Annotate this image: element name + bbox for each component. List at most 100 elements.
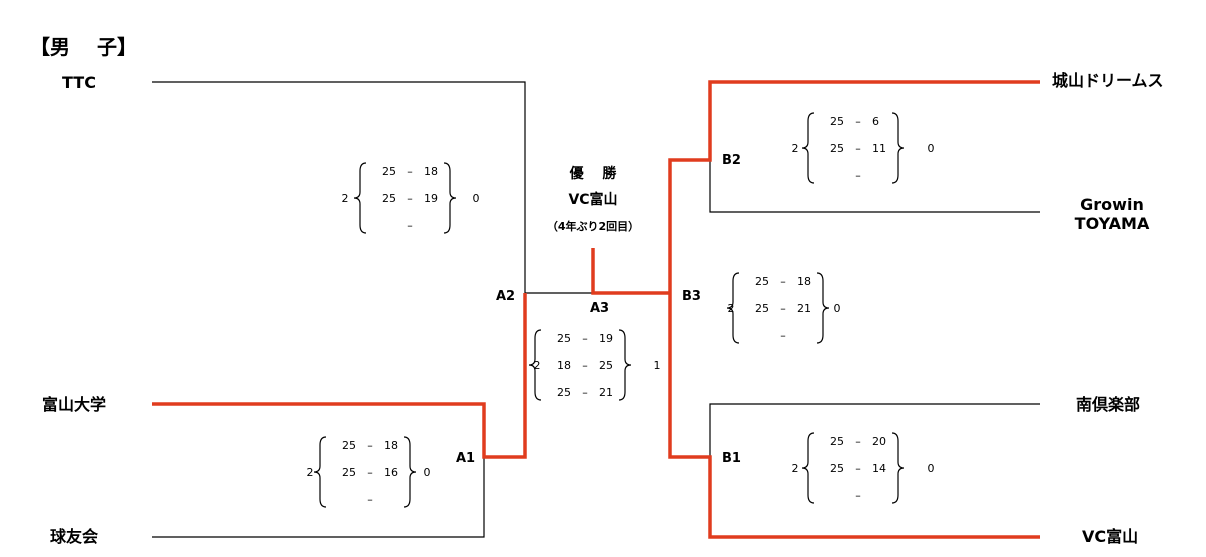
team-vc-toyama: VC富山 [1082,527,1138,546]
set-score-left: 25 [830,462,844,475]
match-label-a3: A3 [590,301,609,316]
brace-right-b2 [891,112,905,184]
set-score-left: 25 [382,192,396,205]
set-score-left: 25 [557,386,571,399]
brace-right-b1 [891,432,905,504]
set-score-right: 21 [599,386,613,399]
sets-won-left-b3: 2 [728,302,735,315]
set-score-left: 25 [342,439,356,452]
sets-won-right-b1: 0 [928,462,935,475]
sets-won-left-a2: 2 [342,192,349,205]
set-dash: – [780,302,786,315]
brace-right-b3 [816,272,830,344]
brace-right-a1 [403,436,417,508]
set-dash: – [780,275,786,288]
set-score-right: 18 [797,275,811,288]
brace-left-a1 [313,436,327,508]
sets-won-right-a1: 0 [424,466,431,479]
set-score-left: 25 [755,302,769,315]
set-dash: – [855,489,861,502]
set-score-left: 25 [830,115,844,128]
set-score-right: 25 [599,359,613,372]
set-dash: – [367,493,373,506]
line-minami [709,403,1040,457]
set-dash: – [855,169,861,182]
match-label-a1: A1 [456,451,475,466]
brace-left-a3 [528,329,542,401]
team-minami: 南倶楽部 [1076,395,1140,414]
winner-path [152,80,1040,539]
brace-right-a2 [443,162,457,234]
set-score-right: 20 [872,435,886,448]
set-score-right: 11 [872,142,886,155]
set-dash: – [407,219,413,232]
bracket-lines [152,81,1040,538]
set-dash: – [407,192,413,205]
set-dash: – [582,332,588,345]
team-ttc: TTC [62,73,96,92]
set-score-right: 19 [599,332,613,345]
set-dash: – [582,386,588,399]
set-score-left: 25 [830,435,844,448]
win-line-final [591,248,670,295]
set-score-right: 18 [384,439,398,452]
champion-note: （4年ぶり2回目） [547,219,639,233]
set-score-left: 25 [342,466,356,479]
set-score-left: 25 [830,142,844,155]
line-kyuyukai [152,458,485,538]
team-toyama-univ: 富山大学 [42,395,106,414]
line-growin [709,160,1040,213]
match-label-b1: B1 [722,451,741,466]
set-dash: – [855,142,861,155]
team-shiroyama: 城山ドリームス [1052,71,1164,90]
line-ttc [152,81,526,293]
brace-left-b2 [801,112,815,184]
set-score-right: 6 [872,115,879,128]
match-label-b2: B2 [722,153,741,168]
team-growin-line2: TOYAMA [1075,214,1150,233]
set-score-right: 18 [424,165,438,178]
brace-left-b3 [726,272,740,344]
set-score-left: 18 [557,359,571,372]
set-dash: – [855,462,861,475]
set-dash: – [367,439,373,452]
match-label-b3: B3 [682,289,701,304]
set-dash: – [407,165,413,178]
set-score-left: 25 [755,275,769,288]
set-score-right: 14 [872,462,886,475]
set-dash: – [855,115,861,128]
set-score-right: 19 [424,192,438,205]
sets-won-right-b3: 0 [834,302,841,315]
set-dash: – [780,329,786,342]
champion-team: VC富山 [568,191,617,208]
sets-won-left-b1: 2 [792,462,799,475]
team-growin-line1: Growin [1080,195,1144,214]
sets-won-left-a3: 2 [534,359,541,372]
set-dash: – [367,466,373,479]
brace-right-a3 [618,329,632,401]
bracket-title: 【男 子】 [30,35,137,59]
win-line-toyama-univ [152,293,527,459]
win-line-shiroyama [668,80,1040,293]
sets-won-left-b2: 2 [792,142,799,155]
sets-won-left-a1: 2 [307,466,314,479]
champion-heading: 優 勝 [569,165,618,182]
match-label-a2: A2 [496,289,515,304]
sets-won-right-a3: 1 [654,359,661,372]
set-dash: – [855,435,861,448]
set-score-left: 25 [557,332,571,345]
brace-left-b1 [801,432,815,504]
set-dash: – [582,359,588,372]
brace-left-a2 [353,162,367,234]
sets-won-right-a2: 0 [473,192,480,205]
set-score-right: 21 [797,302,811,315]
set-score-left: 25 [382,165,396,178]
